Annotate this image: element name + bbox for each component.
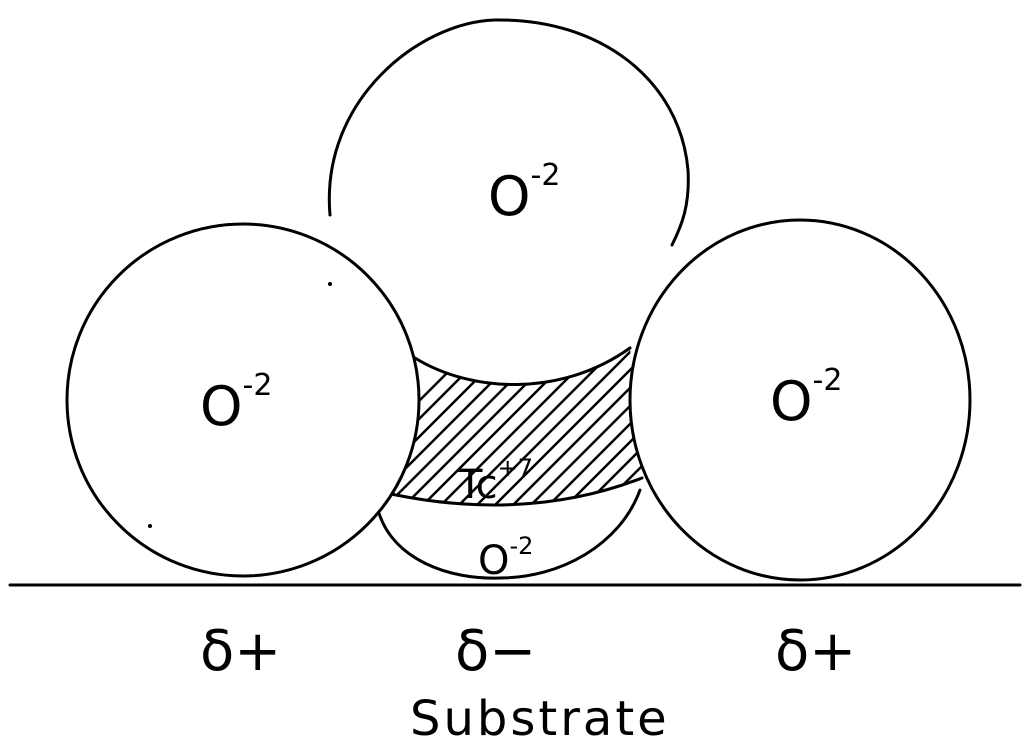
center-partial-charge: δ− bbox=[455, 619, 536, 684]
technetium-lower-boundary bbox=[380, 476, 644, 507]
speck-dot bbox=[148, 524, 152, 528]
technetium-label: Tc+7 bbox=[457, 454, 533, 508]
top-oxygen-label: O-2 bbox=[488, 158, 560, 228]
left-oxygen-sphere bbox=[65, 222, 421, 578]
hatch-line bbox=[460, 348, 642, 505]
bottom-oxygen-outline bbox=[376, 488, 642, 580]
bottom-oxygen-label: O-2 bbox=[478, 532, 533, 584]
hatch-line bbox=[496, 348, 642, 505]
hatch-line bbox=[550, 348, 642, 505]
hatch-line bbox=[568, 348, 642, 505]
hatch-line bbox=[514, 348, 642, 505]
right-oxygen-sphere bbox=[628, 218, 972, 582]
right-partial-charge: δ+ bbox=[775, 619, 856, 684]
hatch-line bbox=[532, 348, 642, 505]
top-oxygen-outline bbox=[327, 18, 690, 386]
substrate-label: Substrate bbox=[410, 691, 670, 747]
left-partial-charge: δ+ bbox=[200, 619, 281, 684]
hatch-line bbox=[478, 348, 642, 505]
left-oxygen-label: O-2 bbox=[200, 368, 272, 438]
right-oxygen-label: O-2 bbox=[770, 363, 842, 433]
speck-dot bbox=[328, 282, 332, 286]
